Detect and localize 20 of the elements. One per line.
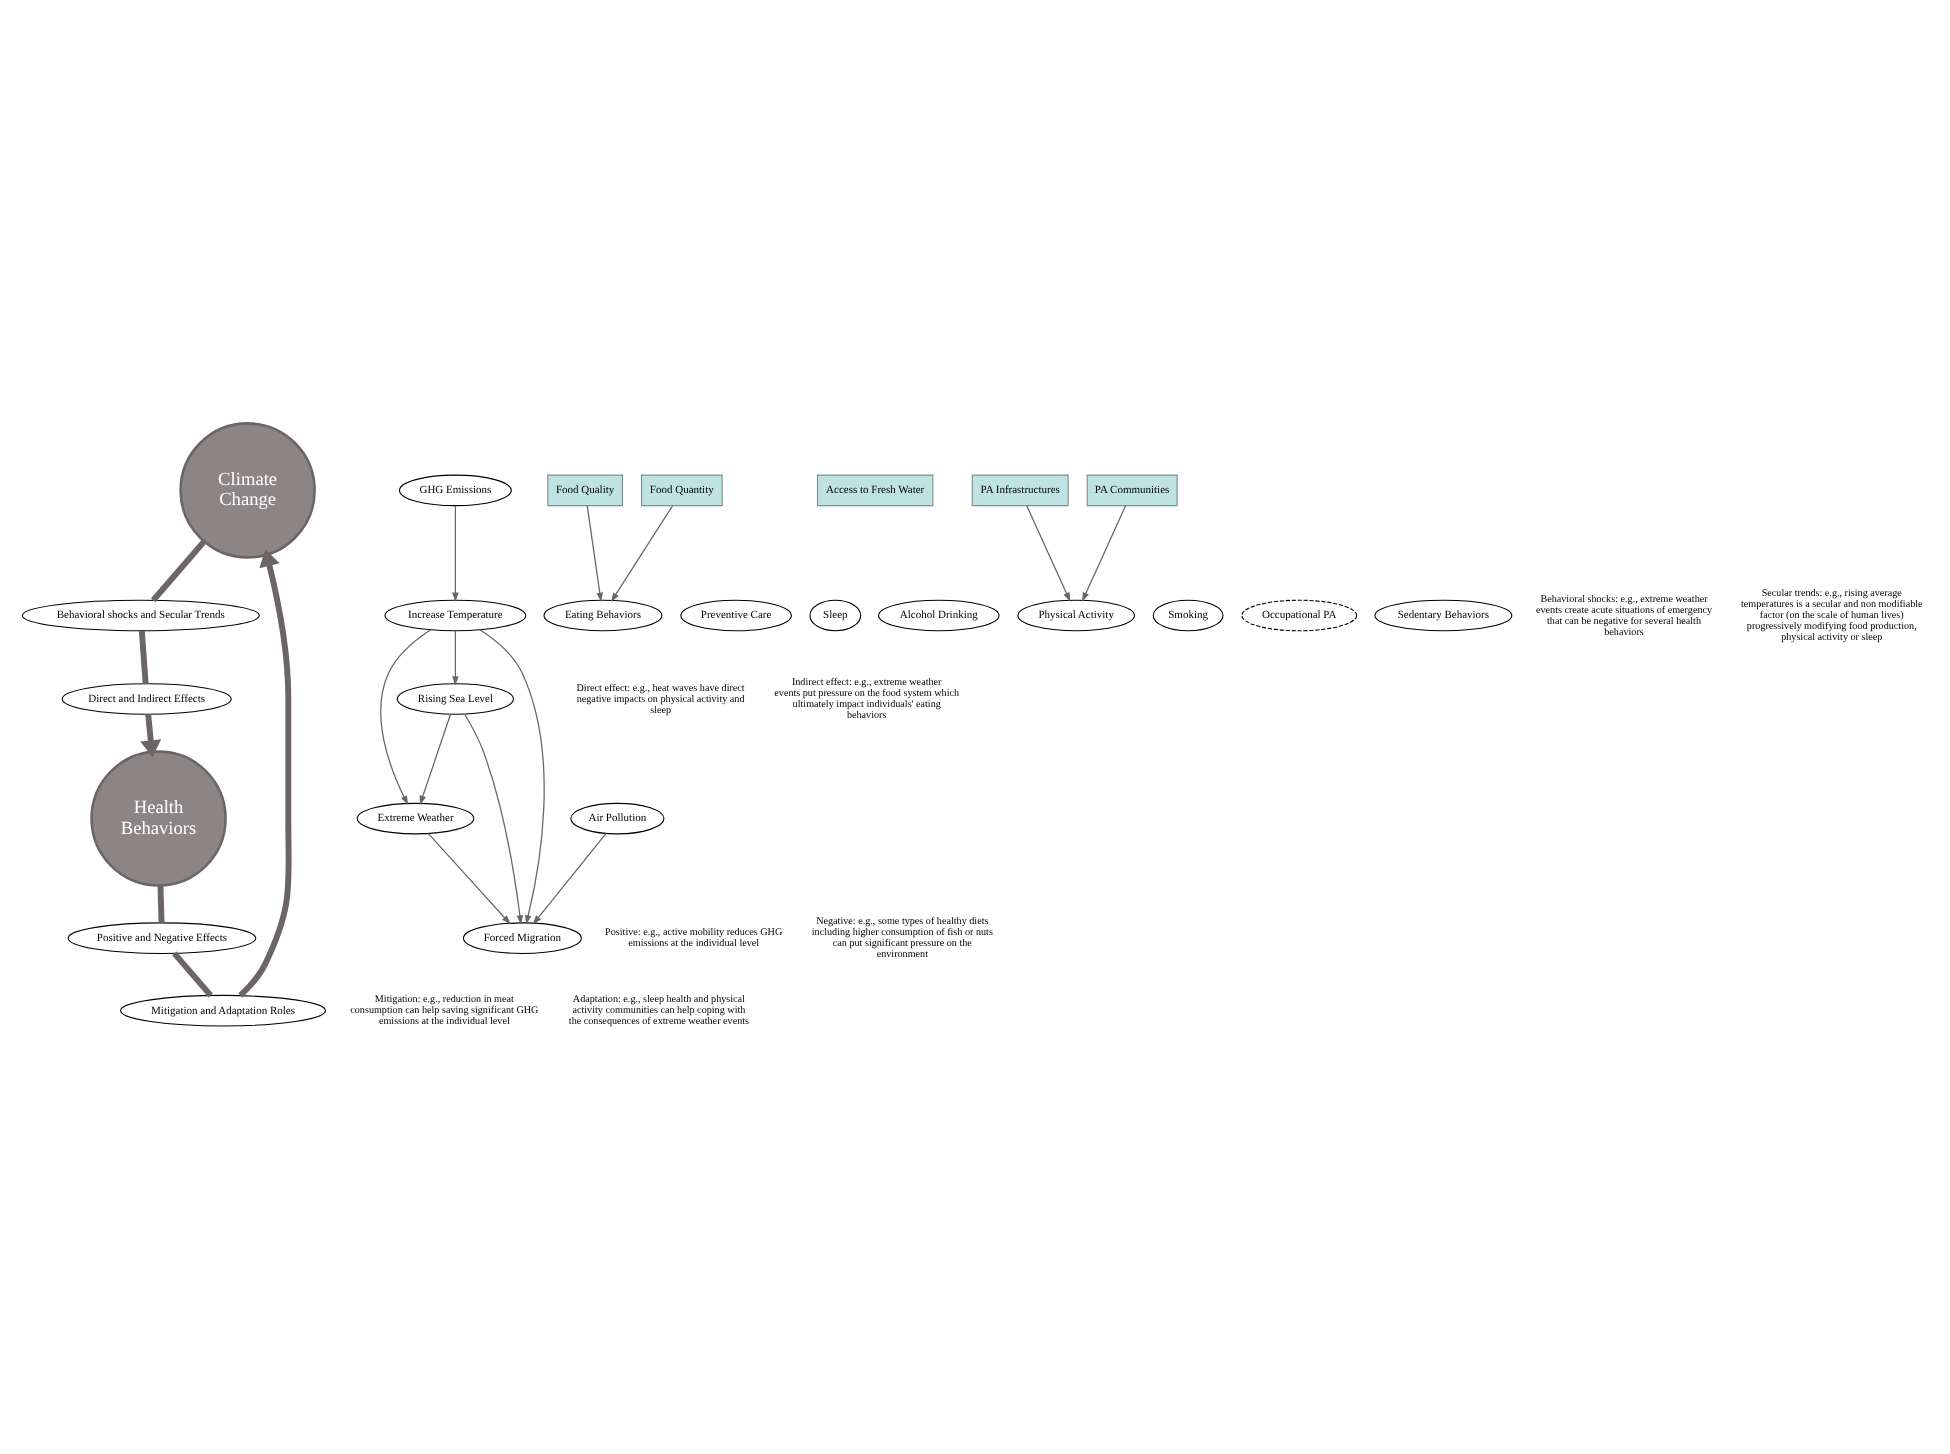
arrow	[452, 505, 459, 602]
arrow	[532, 832, 607, 925]
arrow	[452, 630, 459, 686]
arrow	[611, 505, 674, 602]
connector	[157, 885, 165, 923]
arrow	[479, 629, 545, 925]
arrow	[1026, 505, 1071, 602]
arrow	[1082, 505, 1127, 602]
arrow	[464, 713, 524, 925]
arrow	[427, 833, 511, 925]
node-circle: Climate Change	[179, 422, 316, 559]
node-circle: Health Behaviors	[90, 750, 227, 887]
arrow	[586, 505, 603, 602]
arrow	[238, 549, 292, 998]
arrow	[380, 629, 432, 806]
arrow	[140, 714, 162, 758]
connector	[151, 539, 207, 603]
connector	[172, 951, 213, 998]
arrow	[419, 713, 452, 805]
connector	[138, 630, 149, 684]
